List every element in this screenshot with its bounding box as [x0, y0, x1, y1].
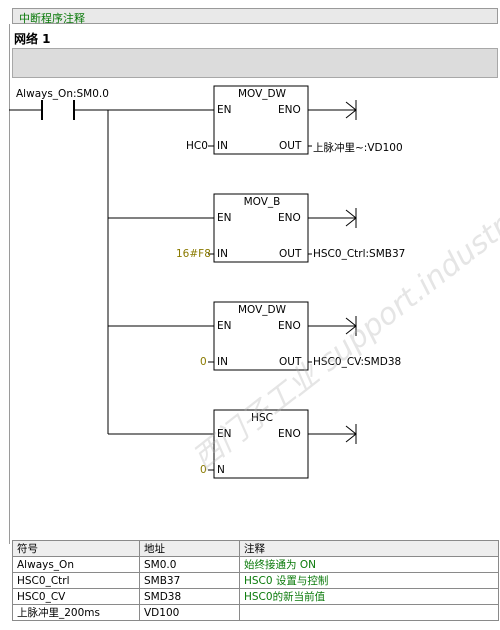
block-4-eno: ENO	[278, 428, 301, 440]
box-mov-b	[213, 193, 309, 263]
box-hsc	[213, 409, 309, 479]
block-1-out-pin: OUT	[279, 140, 302, 152]
contact-label[interactable]: Always_On:SM0.0	[16, 88, 109, 100]
col-symbol[interactable]: 符号	[12, 540, 140, 557]
cell-symbol[interactable]: HSC0_CV	[12, 588, 140, 605]
block-3-en: EN	[217, 320, 232, 332]
cell-comment[interactable]	[239, 604, 499, 621]
table-row: 上脉冲里_200ms VD100	[12, 604, 499, 621]
network-title[interactable]: 网络 1	[14, 32, 51, 46]
cell-comment[interactable]: HSC0 设置与控制	[239, 572, 499, 589]
col-address[interactable]: 地址	[139, 540, 240, 557]
block-1-out-value[interactable]: 上脉冲里~:VD100	[313, 142, 403, 154]
cell-address[interactable]: SMB37	[139, 572, 240, 589]
block-3-out-pin: OUT	[279, 356, 302, 368]
cell-symbol[interactable]: Always_On	[12, 556, 140, 573]
box-mov-dw-2	[213, 301, 309, 371]
block-1-eno: ENO	[278, 104, 301, 116]
block-3-in-pin: IN	[217, 356, 228, 368]
cell-comment[interactable]: 始终接通为 ON	[239, 556, 499, 573]
block-2-out-value[interactable]: HSC0_Ctrl:SMB37	[313, 248, 406, 260]
interrupt-comment-text: 中断程序注释	[19, 12, 85, 25]
network-comment-field[interactable]	[12, 48, 498, 78]
table-row: HSC0_CV SMD38 HSC0的新当前值	[12, 588, 499, 605]
symbol-table-header: 符号 地址 注释	[12, 540, 499, 557]
block-2-in-pin: IN	[217, 248, 228, 260]
block-4-en: EN	[217, 428, 232, 440]
cell-address[interactable]: VD100	[139, 604, 240, 621]
ladder-diagram	[9, 85, 357, 479]
table-row: Always_On SM0.0 始终接通为 ON	[12, 556, 499, 573]
block-4-n-value[interactable]: 0	[200, 464, 207, 476]
block-1-name: MOV_DW	[237, 88, 287, 100]
cell-symbol[interactable]: HSC0_Ctrl	[12, 572, 140, 589]
cell-comment[interactable]: HSC0的新当前值	[239, 588, 499, 605]
box-mov-dw-1	[213, 85, 309, 155]
block-3-out-value[interactable]: HSC0_CV:SMD38	[313, 356, 402, 368]
interrupt-comment-bar[interactable]: 中断程序注释	[12, 8, 498, 25]
table-row: HSC0_Ctrl SMB37 HSC0 设置与控制	[12, 572, 499, 589]
block-2-in-value[interactable]: 16#F8	[176, 248, 211, 260]
block-3-eno: ENO	[278, 320, 301, 332]
block-3-in-value[interactable]: 0	[200, 356, 207, 368]
block-1-en: EN	[217, 104, 232, 116]
col-comment[interactable]: 注释	[239, 540, 499, 557]
block-1-in-value[interactable]: HC0	[186, 140, 208, 152]
block-1-in-pin: IN	[217, 140, 228, 152]
block-2-out-pin: OUT	[279, 248, 302, 260]
block-2-en: EN	[217, 212, 232, 224]
power-rail	[9, 24, 10, 544]
block-4-name: HSC	[251, 412, 273, 424]
cell-address[interactable]: SM0.0	[139, 556, 240, 573]
block-4-n-pin: N	[217, 464, 225, 476]
symbol-table: 符号 地址 注释 Always_On SM0.0 始终接通为 ON HSC0_C…	[12, 540, 499, 621]
block-2-eno: ENO	[278, 212, 301, 224]
block-3-name: MOV_DW	[237, 304, 287, 316]
cell-address[interactable]: SMD38	[139, 588, 240, 605]
cell-symbol[interactable]: 上脉冲里_200ms	[12, 604, 140, 621]
block-2-name: MOV_B	[243, 196, 281, 208]
